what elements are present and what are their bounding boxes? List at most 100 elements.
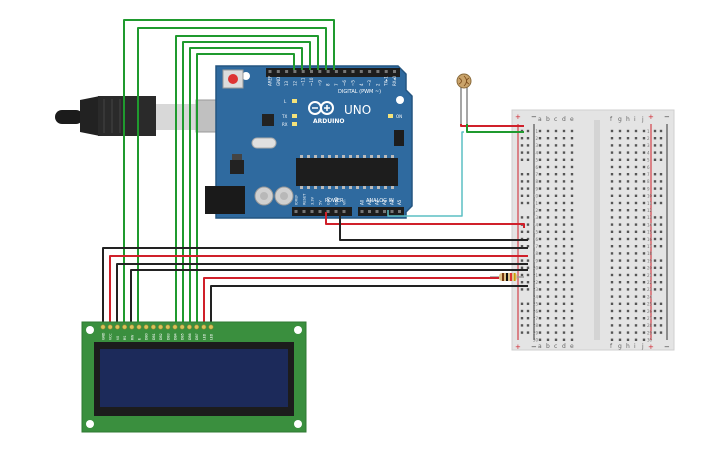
breadboard-hole xyxy=(642,237,646,241)
lcd-pin-label: V0 xyxy=(116,336,120,340)
breadboard-hole xyxy=(554,338,558,341)
breadboard-hole xyxy=(570,158,574,161)
breadboard-hole xyxy=(546,331,550,334)
breadboard-hole xyxy=(626,273,630,277)
breadboard-hole xyxy=(554,302,558,305)
breadboard-hole xyxy=(618,266,622,269)
breadboard-hole xyxy=(546,209,550,212)
breadboard-hole xyxy=(634,302,638,305)
breadboard-hole xyxy=(562,288,566,291)
digital-pin-label: 7 xyxy=(334,83,339,86)
breadboard-hole xyxy=(538,252,542,255)
breadboard-hole xyxy=(610,338,614,341)
breadboard-hole xyxy=(634,194,638,197)
rail-plus-right-bottom: + xyxy=(648,343,654,351)
digital-pin-hole xyxy=(359,70,363,73)
rail-hole xyxy=(659,324,663,327)
breadboard-hole xyxy=(634,273,638,277)
tx-label: TX xyxy=(281,114,287,119)
analog-pin-hole xyxy=(390,210,394,213)
breadboard-hole xyxy=(570,266,574,269)
breadboard-row-label: 5 xyxy=(535,158,538,163)
breadboard-row-label: 29 xyxy=(533,330,539,335)
breadboard-hole xyxy=(570,201,574,205)
breadboard-hole xyxy=(554,273,558,277)
breadboard-hole xyxy=(554,266,558,269)
breadboard-row-label: 1 xyxy=(535,129,538,134)
breadboard-row-label: 11 xyxy=(533,201,539,206)
breadboard-hole xyxy=(562,223,566,226)
breadboard-hole xyxy=(610,194,614,197)
breadboard-hole xyxy=(642,302,646,305)
breadboard-row-label: 2 xyxy=(535,136,538,141)
rail-hole xyxy=(659,194,663,197)
rail-hole xyxy=(520,331,524,334)
breadboard-hole xyxy=(538,230,542,233)
breadboard-hole xyxy=(626,173,630,176)
breadboard-hole xyxy=(642,129,646,133)
breadboard-hole xyxy=(610,237,614,241)
rx-label: RX xyxy=(282,122,288,127)
digital-pin-hole xyxy=(334,70,338,73)
digital-pin-hole xyxy=(368,70,372,73)
breadboard-hole xyxy=(554,295,558,298)
breadboard-hole xyxy=(554,151,558,154)
breadboard-row-label: 30 xyxy=(647,338,653,343)
analog-pin-hole xyxy=(383,210,386,213)
rail-hole xyxy=(659,309,663,313)
breadboard-hole xyxy=(546,173,550,176)
rail-hole xyxy=(653,288,657,291)
lcd-pin-label: DB5 xyxy=(181,333,185,340)
breadboard-hole xyxy=(618,187,622,190)
rail-hole xyxy=(526,317,530,320)
breadboard-hole xyxy=(554,129,558,133)
breadboard-row-label: 8 xyxy=(535,179,538,184)
breadboard-hole xyxy=(538,309,542,313)
breadboard-hole xyxy=(618,137,622,140)
breadboard-column-label: e xyxy=(570,343,574,350)
power-pin-label: 3.3V xyxy=(311,196,315,205)
breadboard-hole xyxy=(570,137,574,140)
breadboard-hole xyxy=(570,173,574,176)
rail-hole xyxy=(659,273,663,277)
breadboard-hole xyxy=(554,259,558,262)
breadboard-hole xyxy=(626,194,630,197)
breadboard-hole xyxy=(618,281,622,284)
breadboard-hole xyxy=(610,201,614,205)
breadboard-column-label: h xyxy=(626,343,630,350)
digital-pin-label: 4 xyxy=(359,83,364,86)
digital-pin-label: 2 xyxy=(375,83,380,86)
breadboard-row-label: 26 xyxy=(533,309,539,314)
breadboard-hole xyxy=(562,324,566,327)
breadboard-hole xyxy=(618,165,622,169)
breadboard-hole xyxy=(562,158,566,161)
breadboard-row-label: 24 xyxy=(647,294,653,299)
analog-pin-label: A3 xyxy=(382,199,387,205)
digital-pin-hole xyxy=(326,70,330,73)
breadboard-hole xyxy=(562,295,566,298)
breadboard-row-label: 9 xyxy=(647,186,650,191)
rail-minus-right-top: − xyxy=(664,113,670,121)
breadboard-hole xyxy=(562,180,566,183)
breadboard-hole xyxy=(618,209,622,212)
rail-hole xyxy=(520,273,524,277)
breadboard-hole xyxy=(626,295,630,298)
breadboard-hole xyxy=(642,331,646,334)
digital-pin-hole xyxy=(310,70,313,73)
chip-pin xyxy=(314,155,317,158)
digital-pin-label: ~6 xyxy=(342,80,347,86)
breadboard-hole xyxy=(538,331,542,334)
rail-hole xyxy=(520,194,524,197)
breadboard-hole xyxy=(610,273,614,277)
breadboard-hole xyxy=(554,324,558,327)
breadboard-hole xyxy=(634,209,638,212)
breadboard-hole xyxy=(626,309,630,313)
chip-pin xyxy=(391,186,394,189)
breadboard-row-label: 3 xyxy=(647,143,650,148)
chip-pin xyxy=(321,186,324,189)
breadboard-hole xyxy=(562,144,566,147)
chip-pin xyxy=(300,186,303,189)
breadboard-hole xyxy=(634,324,638,327)
breadboard-hole xyxy=(562,237,566,241)
